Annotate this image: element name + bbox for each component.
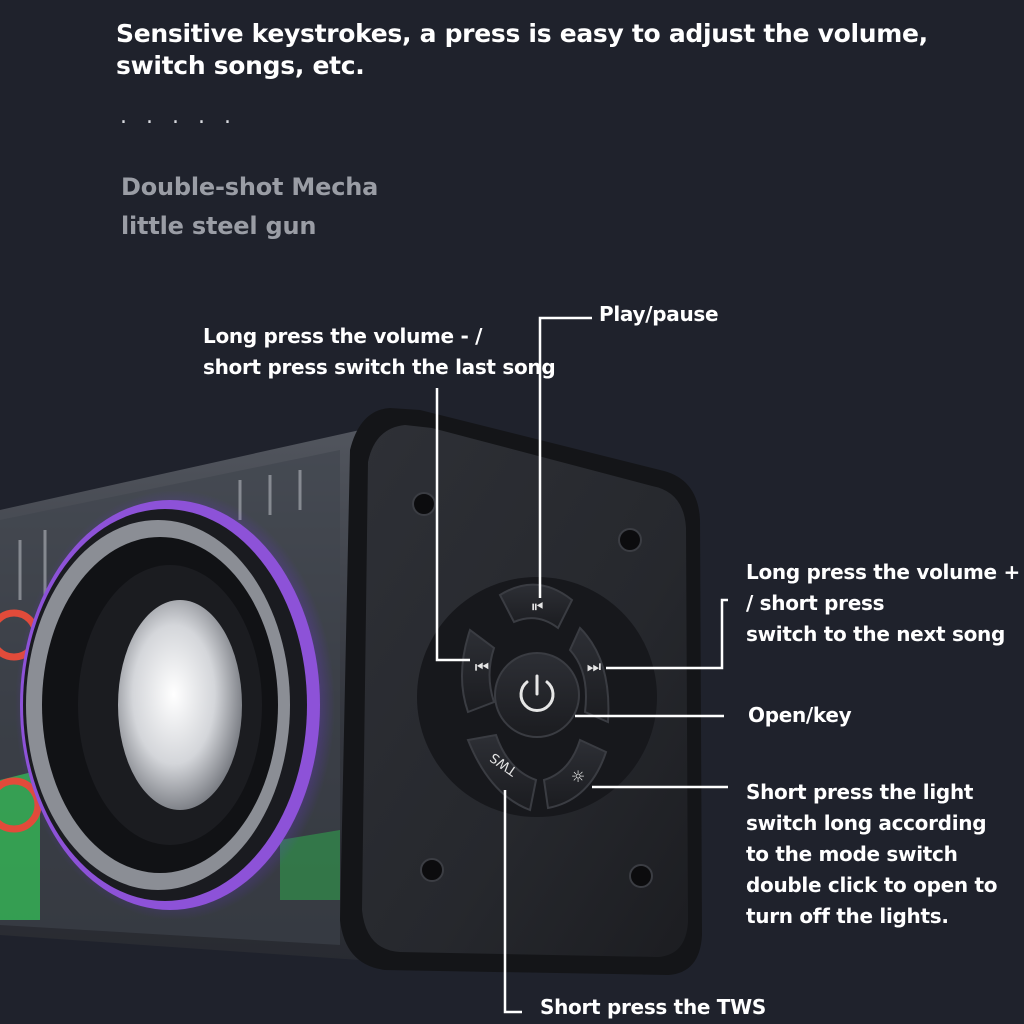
callout-line: double click to open to bbox=[746, 873, 998, 897]
callout-line: Long press the volume + bbox=[746, 560, 1020, 584]
dots-separator: . . . . . bbox=[120, 104, 237, 129]
light-button[interactable]: ☼ bbox=[542, 738, 608, 810]
play-pause-icon: ⏯ bbox=[531, 598, 544, 617]
play-pause-callout: Play/pause bbox=[599, 302, 719, 326]
callout-line: turn off the lights. bbox=[746, 904, 949, 928]
light-callout: Short press the light switch long accord… bbox=[746, 777, 997, 932]
tws-button[interactable]: TWS bbox=[466, 733, 538, 812]
volume-down-callout: Long press the volume - / short press sw… bbox=[203, 321, 556, 383]
volume-up-callout: Long press the volume + / short press sw… bbox=[746, 557, 1020, 650]
callout-line: short press switch the last song bbox=[203, 355, 556, 379]
power-icon bbox=[519, 674, 555, 712]
tws-callout: Short press the TWS bbox=[540, 995, 767, 1019]
next-track-icon: ⏭ bbox=[587, 657, 601, 676]
previous-track-button[interactable]: ⏮ bbox=[461, 628, 496, 714]
headline-line: Sensitive keystrokes, a press is easy to… bbox=[116, 19, 928, 48]
control-buttons: ⏯ ⏮ ⏭ TWS ☼ bbox=[417, 577, 657, 817]
callout-line: Long press the volume - / bbox=[203, 324, 483, 348]
light-icon: ☼ bbox=[571, 767, 585, 786]
power-button[interactable] bbox=[494, 652, 580, 738]
callout-lines bbox=[435, 316, 728, 1014]
callout-line: to the mode switch bbox=[746, 842, 958, 866]
previous-track-icon: ⏮ bbox=[475, 657, 489, 676]
power-callout: Open/key bbox=[748, 703, 852, 727]
headline-line: switch songs, etc. bbox=[116, 51, 365, 80]
subtitle-line: little steel gun bbox=[121, 212, 317, 240]
subtitle-line: Double-shot Mecha bbox=[121, 173, 379, 201]
callout-line: / short press bbox=[746, 591, 885, 615]
product-subtitle: Double-shot Mecha little steel gun bbox=[121, 168, 378, 246]
next-track-button[interactable]: ⏭ bbox=[568, 626, 610, 724]
speaker-driver bbox=[15, 490, 335, 920]
headline: Sensitive keystrokes, a press is easy to… bbox=[116, 18, 928, 82]
callout-line: switch long according bbox=[746, 811, 987, 835]
play-pause-button[interactable]: ⏯ bbox=[498, 583, 574, 630]
callout-line: Short press the light bbox=[746, 780, 974, 804]
callout-line: switch to the next song bbox=[746, 622, 1005, 646]
